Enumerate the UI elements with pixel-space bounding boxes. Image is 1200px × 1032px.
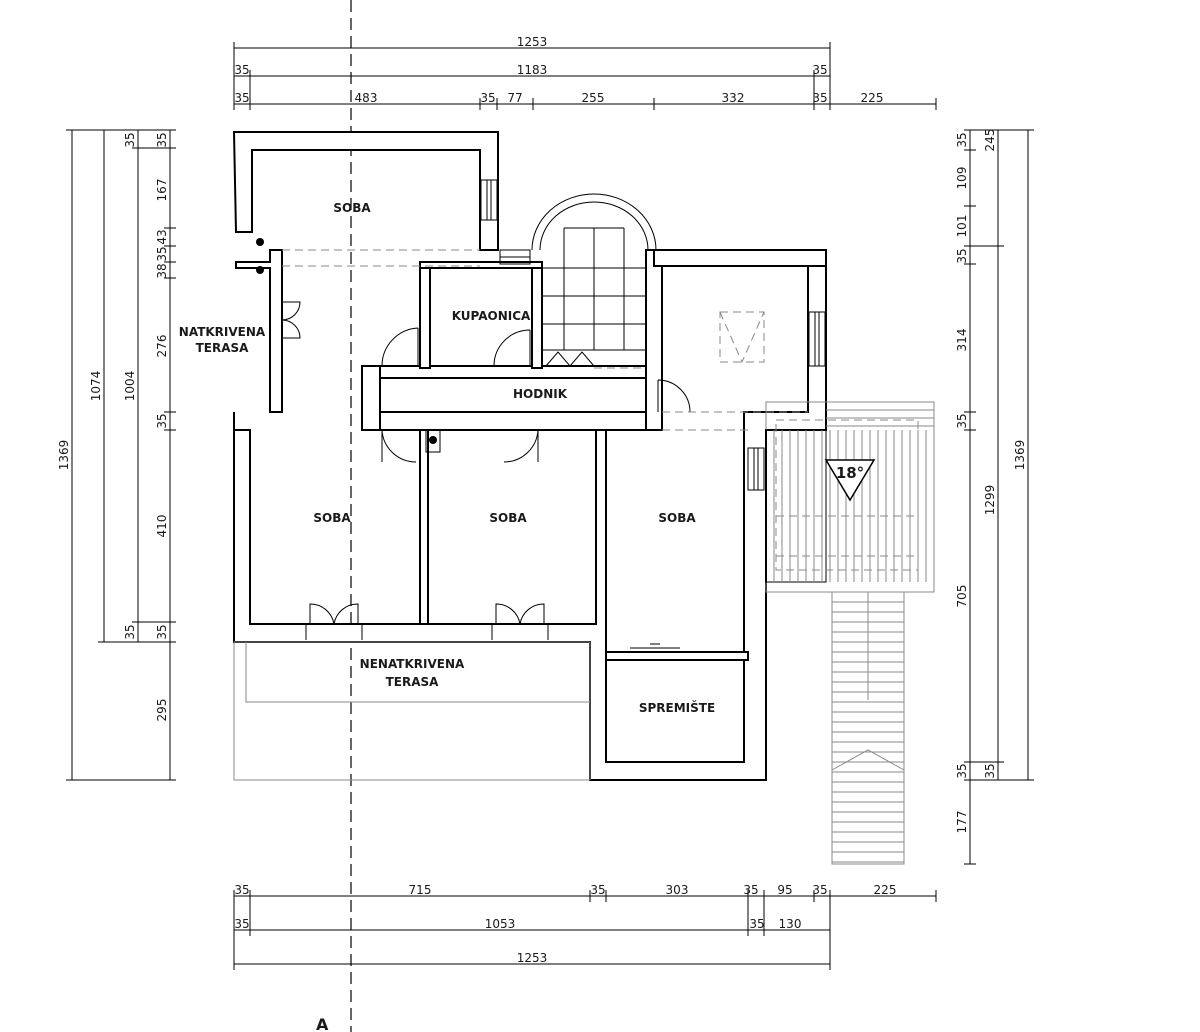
windows (480, 179, 826, 491)
top-dim-r3-6: 332 (722, 91, 745, 105)
right-dim-outer: 1369 (1013, 440, 1027, 471)
room-label-nenatkrivena-1: NENATKRIVENA (360, 657, 465, 671)
wall-stair-right (645, 249, 663, 431)
left-dim-c2-10: 295 (155, 699, 169, 722)
doors (281, 301, 691, 649)
top-dim-r3-5: 255 (582, 91, 605, 105)
left-dim-c2-1: 35 (155, 132, 169, 147)
wall-outer-top-left (232, 131, 499, 251)
wall-left-mid (235, 249, 283, 413)
bottom-dim-r2-4: 130 (779, 917, 802, 931)
top-dim-r2-3: 35 (812, 63, 827, 77)
right-dim-c1-3: 101 (955, 215, 969, 238)
uncovered-terrace (233, 641, 591, 781)
top-dim-r3-8: 225 (861, 91, 884, 105)
wall-bath-right (531, 263, 543, 369)
bottom-dim-r1-5: 35 (743, 883, 758, 897)
right-dim-c1-4: 35 (955, 248, 969, 263)
top-dim-r3-1: 35 (234, 91, 249, 105)
wall-hall-bottom (379, 411, 647, 431)
overhead-lines (282, 249, 808, 431)
right-dim-c1-5: 314 (955, 329, 969, 352)
roof-pitch-label: 18° (836, 464, 864, 482)
external-terrace-deck: 18° (765, 401, 935, 593)
right-dim-c1-6: 35 (955, 413, 969, 428)
wall-bath-top (419, 261, 543, 269)
right-dim-c1-9: 177 (955, 811, 969, 834)
left-dim-c2-3: 43 (155, 229, 169, 244)
skylight-symbol (719, 311, 765, 364)
right-dim-c1-7: 705 (955, 585, 969, 608)
bottom-dim-total: 1253 (517, 951, 548, 965)
right-dim-c1-2: 109 (955, 167, 969, 190)
top-dim-r3-2: 483 (355, 91, 378, 105)
bottom-dim-r1-7: 35 (812, 883, 827, 897)
left-dim-c1-top: 35 (123, 132, 137, 147)
top-dim-total: 1253 (517, 35, 548, 49)
walls (232, 131, 827, 781)
section-mark: A (316, 1015, 329, 1032)
service-markers (256, 238, 441, 453)
wall-room-divider (419, 429, 429, 625)
wall-room-top-right (653, 249, 827, 267)
bottom-dim-r2-2: 1053 (485, 917, 516, 931)
left-dimensions: 1369 1074 1004 35 35 35 167 43 35 38 276… (57, 129, 176, 781)
left-dim-inner: 1004 (123, 371, 137, 402)
bottom-dim-r1-3: 35 (590, 883, 605, 897)
right-dim-c2-3: 35 (983, 763, 997, 778)
right-dim-c1-8: 35 (955, 763, 969, 778)
room-label-soba-top: SOBA (333, 201, 371, 215)
wall-bath-left (419, 263, 431, 369)
room-labels: SOBA NATKRIVENA TERASA KUPAONICA HODNIK … (179, 201, 715, 715)
bottom-dim-r2-3: 35 (749, 917, 764, 931)
left-dim-c2-5: 38 (155, 263, 169, 278)
room-label-soba-right: SOBA (658, 511, 696, 525)
left-dim-outer: 1369 (57, 440, 71, 471)
left-dim-c2-8: 410 (155, 515, 169, 538)
left-dim-c2-4: 35 (155, 246, 169, 261)
left-dim-c2-6: 276 (155, 335, 169, 358)
wall-storage-top (605, 651, 749, 661)
left-dim-c1-bottom: 35 (123, 624, 137, 639)
room-label-natkrivena-2: TERASA (196, 341, 250, 355)
left-dim-c2-7: 35 (155, 413, 169, 428)
room-label-soba-mid: SOBA (489, 511, 527, 525)
room-label-soba-left: SOBA (313, 511, 351, 525)
room-label-spremiste: SPREMIŠTE (639, 700, 715, 715)
bottom-dim-r1-4: 303 (666, 883, 689, 897)
bottom-dim-r1-6: 95 (777, 883, 792, 897)
room-label-hodnik: HODNIK (513, 387, 568, 401)
left-dim-c2-2: 167 (155, 179, 169, 202)
room-label-kupaonica: KUPAONICA (452, 309, 531, 323)
internal-staircase (531, 193, 657, 367)
top-dimensions: 1253 35 1183 35 35 483 35 77 255 332 35 … (233, 35, 937, 110)
wall-hall-left (361, 365, 381, 431)
right-dim-c2-2: 1299 (983, 485, 997, 516)
left-dim-c2-9: 35 (155, 624, 169, 639)
left-dim-mid: 1074 (89, 371, 103, 402)
top-dim-r2-2: 1183 (517, 63, 548, 77)
bottom-dim-r1-2: 715 (409, 883, 432, 897)
top-dim-r3-4: 77 (507, 91, 522, 105)
right-dimensions: 35 109 101 35 314 35 705 35 177 245 1299… (955, 129, 1034, 865)
room-label-natkrivena-1: NATKRIVENA (179, 325, 266, 339)
room-label-nenatkrivena-2: TERASA (386, 675, 440, 689)
top-dim-r3-3: 35 (480, 91, 495, 105)
bottom-dim-r2-1: 35 (234, 917, 249, 931)
right-dim-c2-1: 245 (983, 129, 997, 152)
external-staircase (831, 591, 905, 865)
top-dim-r2-1: 35 (234, 63, 249, 77)
bottom-dimensions: 35 715 35 303 35 95 35 225 35 1053 35 13… (233, 883, 937, 970)
right-dim-c1-1: 35 (955, 132, 969, 147)
bottom-dim-r1-8: 225 (874, 883, 897, 897)
top-dim-r3-7: 35 (812, 91, 827, 105)
bottom-dim-r1-1: 35 (234, 883, 249, 897)
